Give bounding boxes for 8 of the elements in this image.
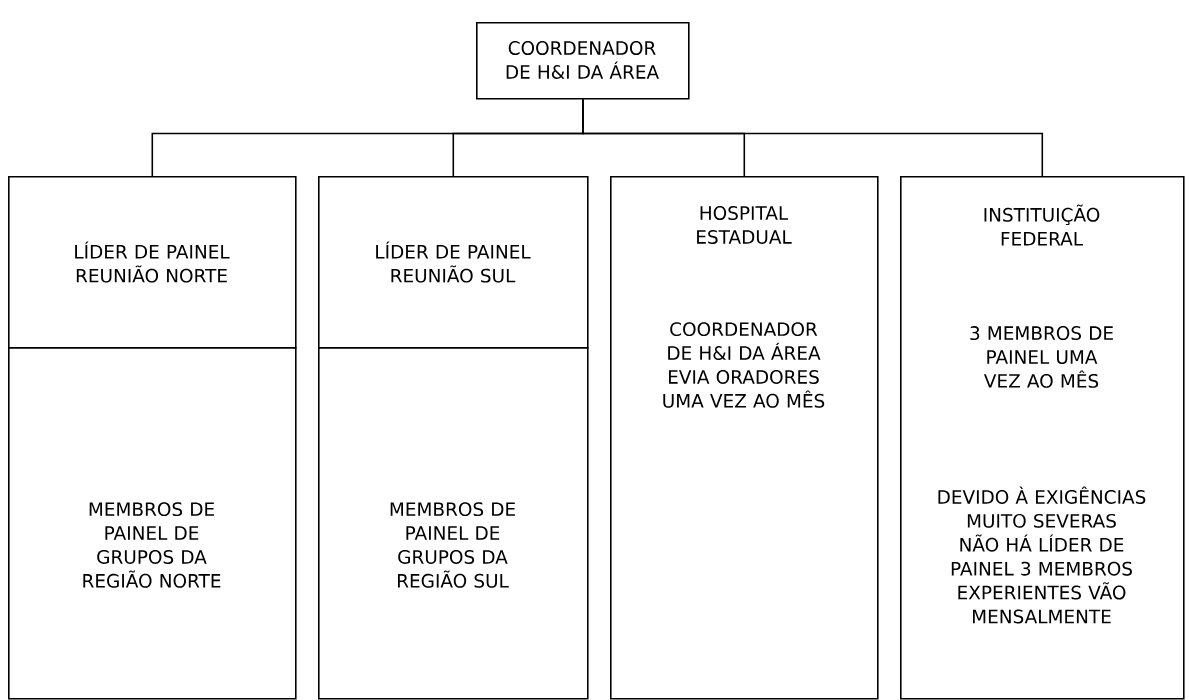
org-box: MEMBROS DE PAINEL DE GRUPOS DA REGIÃO NORTE (8, 347, 297, 700)
org-box: INSTITUIÇÃO FEDERAL 3 MEMBROS DE PAINEL UMA VEZ AO MÊS DEVIDO À EXIGÊNCIAS MUITO SEVERAS NÃO HÁ LÍDER DE PAINEL 3 MEMBROS EXPERIENTES VÃO MENSALMENTE (900, 176, 1185, 700)
org-box: HOSPITAL ESTADUAL COORDENADOR DE H&I DA ÁREA EVIA ORADORES UMA VEZ AO MÊS (610, 176, 879, 700)
connector-line (582, 98, 1044, 177)
org-box: LÍDER DE PAINEL REUNIÃO NORTE (8, 176, 297, 349)
org-box: COORDENADOR DE H&I DA ÁREA (476, 22, 690, 100)
org-box: LÍDER DE PAINEL REUNIÃO SUL (318, 176, 589, 349)
org-box: MEMBROS DE PAINEL DE GRUPOS DA REGIÃO SUL (318, 347, 589, 700)
